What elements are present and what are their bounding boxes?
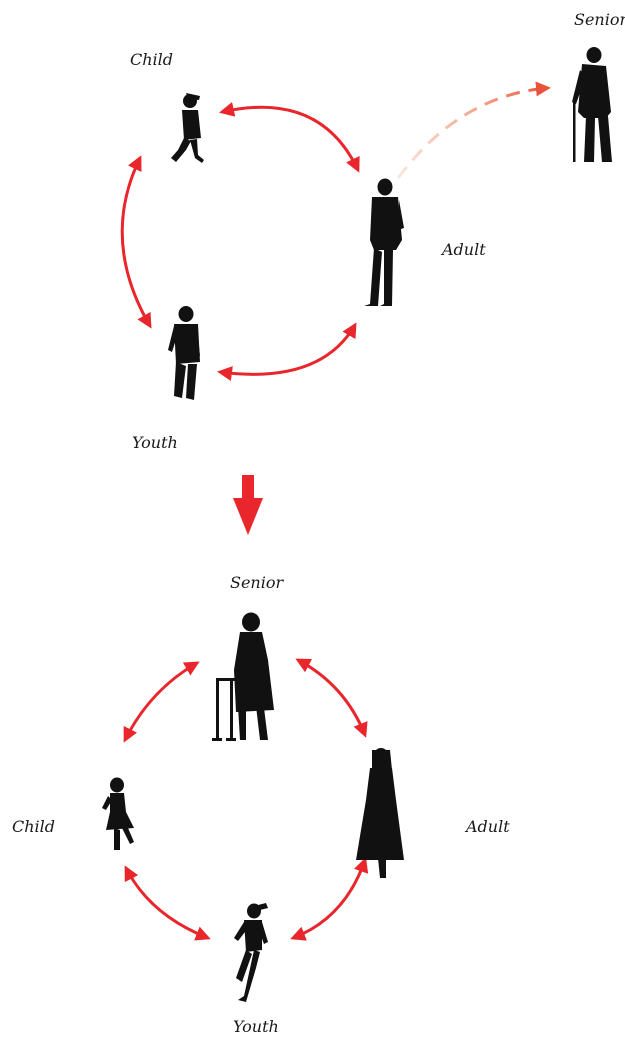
top-label-youth: Youth — [132, 433, 178, 452]
runner-silhouette-icon — [234, 903, 268, 1002]
arrow-child-youth — [120, 155, 152, 329]
top-label-senior: Senior — [574, 10, 625, 29]
arrow-child-adult — [219, 102, 360, 173]
arrow-senior-child — [123, 661, 200, 743]
arrow-senior-adult — [295, 658, 368, 738]
old-man-cane-icon — [572, 47, 612, 162]
bottom-label-child: Child — [12, 817, 56, 836]
top-label-adult: Adult — [442, 240, 486, 259]
bottom-label-senior: Senior — [230, 573, 284, 592]
arrow-youth-adult-bottom — [290, 857, 369, 941]
teen-silhouette-icon — [168, 306, 200, 400]
top-label-child: Child — [130, 50, 174, 69]
bottom-label-adult: Adult — [466, 817, 510, 836]
bottom-label-youth: Youth — [233, 1017, 279, 1036]
arrow-child-youth-bottom — [124, 865, 211, 941]
woman-silhouette-icon — [356, 748, 404, 878]
down-arrow-icon — [233, 475, 263, 535]
boy-silhouette-icon — [171, 93, 204, 163]
arrow-youth-adult — [217, 322, 357, 381]
man-silhouette-icon — [364, 178, 404, 306]
arrow-adult-senior-dashed — [396, 81, 551, 179]
girl-silhouette-icon — [102, 777, 134, 850]
old-woman-walker-icon — [212, 612, 274, 741]
